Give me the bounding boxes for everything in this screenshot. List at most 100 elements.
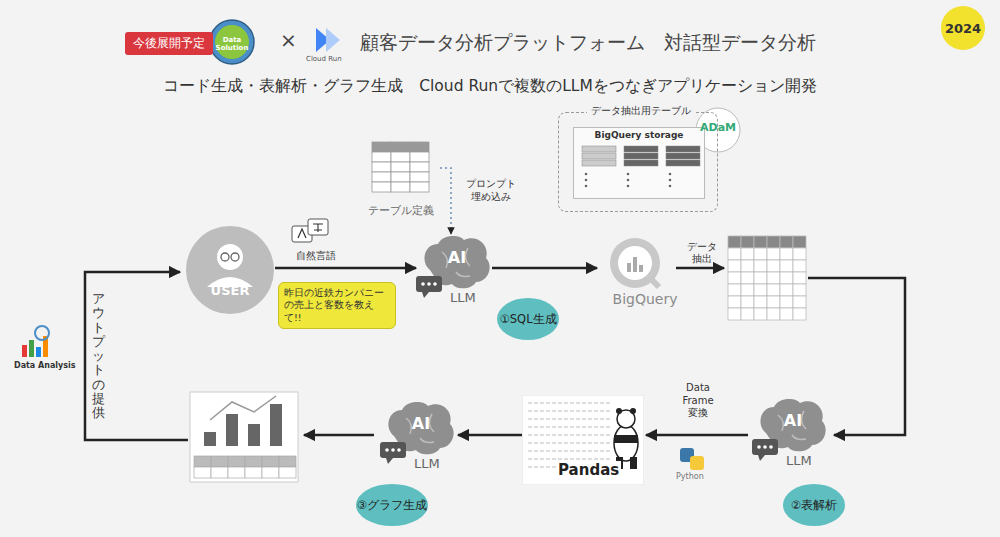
table-cell	[780, 272, 793, 284]
table-cell	[245, 467, 262, 478]
table-cell	[767, 308, 780, 320]
table-cell	[780, 236, 793, 248]
speech-bubble: 昨日の近鉄カンパニーの売上と客数を教えて!!	[278, 282, 396, 329]
label: データ 抽出	[684, 241, 720, 264]
flow-arrow	[275, 267, 416, 270]
t0: 今後展開予定	[133, 35, 205, 52]
table-cell	[793, 296, 806, 308]
pandas-box: Pandas	[522, 395, 644, 485]
bigquery-icon: BigQuery	[597, 235, 693, 307]
flow-arrow	[492, 267, 597, 270]
table-cell	[279, 467, 296, 478]
table-cell	[228, 467, 245, 478]
t0: AI	[436, 248, 478, 267]
table-cell	[793, 272, 806, 284]
table-cell	[211, 456, 228, 467]
label: Cloud Run	[306, 55, 342, 63]
table-cell	[741, 236, 754, 248]
storage-box: BigQuery storage	[573, 127, 705, 199]
label: Data Analysis	[14, 361, 76, 370]
t0: ②表解析	[791, 498, 837, 513]
year-badge: 2024	[941, 6, 985, 50]
t0: 昨日の近鉄カンパニーの売上と客数を教えて!!	[284, 287, 390, 324]
t0: テーブル定義	[362, 203, 440, 218]
table-cell	[279, 456, 296, 467]
llm-brain: AI LLM	[412, 232, 494, 310]
flow-arrow	[440, 168, 451, 234]
t0: AI	[400, 414, 442, 433]
table-cell	[767, 296, 780, 308]
user-icon: USER	[185, 225, 275, 315]
table-cell	[793, 260, 806, 272]
table-cell	[793, 248, 806, 260]
table-cell	[262, 467, 279, 478]
flow-arrow	[458, 434, 522, 437]
edge-label: Data Frame 変換	[676, 382, 720, 420]
table-cell	[767, 272, 780, 284]
table-cell	[780, 296, 793, 308]
table-cell	[728, 236, 741, 248]
callout-number: ②表解析	[783, 484, 845, 526]
user-art	[185, 225, 275, 315]
table-cell	[754, 284, 767, 296]
table-cell	[754, 260, 767, 272]
t0: BigQuery	[587, 291, 703, 307]
label: Python	[676, 472, 704, 481]
title: 顧客データ分析プラットフォーム 対話型データ分析	[360, 30, 816, 56]
table-cell	[767, 248, 780, 260]
table-cell	[194, 456, 211, 467]
table-cell	[793, 236, 806, 248]
table-cell	[767, 260, 780, 272]
t0: BigQuery storage	[574, 128, 704, 140]
table-cell	[741, 272, 754, 284]
llm-brain: AI LLM	[748, 395, 830, 473]
t0: Pandas	[556, 461, 621, 479]
label: アウトプットの提供	[92, 292, 105, 421]
llm-brain: AI LLM	[376, 398, 458, 476]
table-cell	[741, 248, 754, 260]
table-cell	[780, 308, 793, 320]
label: ADaM	[700, 122, 736, 135]
table-cell	[262, 456, 279, 467]
callout-number: ①SQL生成	[497, 298, 559, 340]
t0: AI	[772, 411, 814, 430]
status-badge: 今後展開予定	[125, 32, 213, 55]
table-cell	[754, 248, 767, 260]
table-cell	[245, 456, 262, 467]
t0: データ抽出用テーブル	[587, 104, 695, 118]
t1: LLM	[414, 456, 440, 471]
table-cell	[780, 260, 793, 272]
table-cell	[767, 284, 780, 296]
t0: USER	[185, 283, 275, 298]
storage-group: データ抽出用テーブルBigQuery storage	[558, 112, 718, 212]
table-cell	[754, 236, 767, 248]
table-cell	[754, 308, 767, 320]
table-cell	[754, 272, 767, 284]
edge-label: プロンプト 埋め込み	[462, 178, 520, 203]
table-cell	[728, 284, 741, 296]
label: Data Solution	[214, 36, 250, 52]
t1: LLM	[786, 453, 812, 468]
table-cell	[780, 248, 793, 260]
t0: ①SQL生成	[499, 312, 556, 327]
t0: 2024	[945, 21, 981, 36]
table-cell	[728, 260, 741, 272]
table-cell	[793, 308, 806, 320]
table-cell	[767, 236, 780, 248]
table-cell	[228, 456, 245, 467]
edge-label: 自然言語	[291, 250, 341, 263]
caption: コード生成・表解析・グラフ生成 Cloud Runで複数のLLMをつなぎアプリケ…	[140, 76, 840, 97]
table-cell	[211, 467, 228, 478]
flow-arrow	[646, 434, 748, 437]
label: ×	[280, 28, 297, 52]
t0: ③グラフ生成	[357, 498, 427, 513]
callout-number: ③グラフ生成	[356, 484, 428, 526]
table-definition: テーブル定義	[362, 140, 440, 218]
t1: LLM	[450, 290, 476, 305]
table-cell	[194, 467, 211, 478]
table-cell	[728, 308, 741, 320]
table-cell	[741, 284, 754, 296]
table-cell	[741, 296, 754, 308]
table-cell	[754, 296, 767, 308]
table-cell	[728, 272, 741, 284]
